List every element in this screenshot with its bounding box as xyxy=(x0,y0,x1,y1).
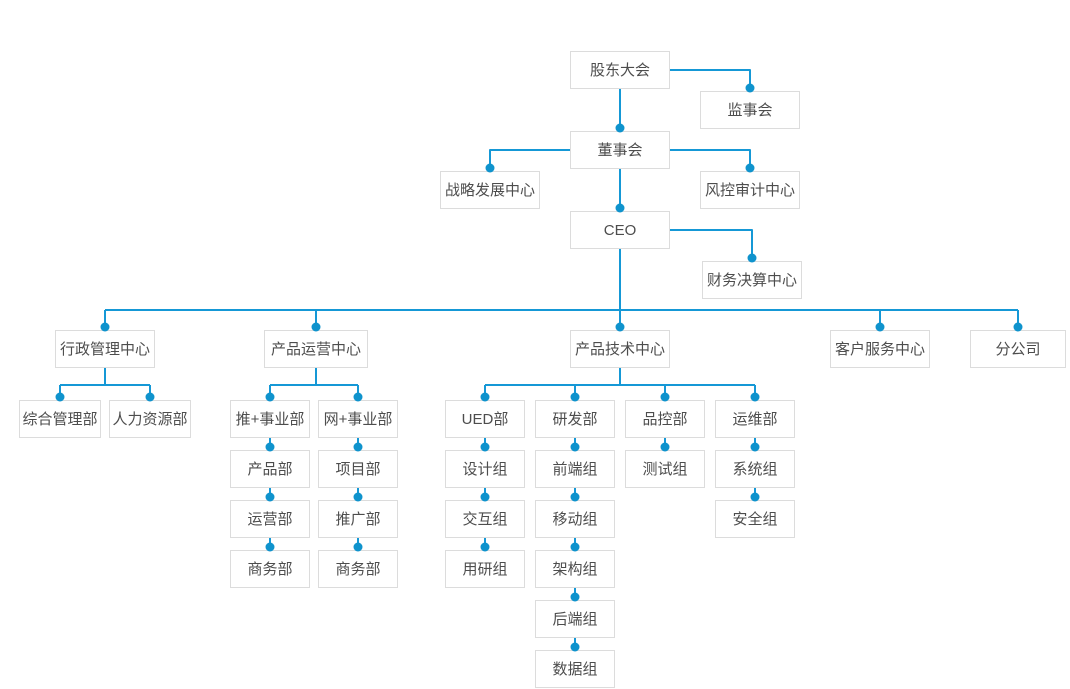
org-node-label: 产品运营中心 xyxy=(270,340,361,358)
org-node-operation-dept[interactable]: 运营部 xyxy=(230,500,310,538)
org-node-product-technology-center[interactable]: 产品技术中心 xyxy=(570,330,670,368)
connector-line xyxy=(670,69,751,91)
org-node-business-dept-left[interactable]: 商务部 xyxy=(230,550,310,588)
org-node-data-group[interactable]: 数据组 xyxy=(535,650,615,688)
org-node-financial-accounting-center[interactable]: 财务决算中心 xyxy=(702,261,802,299)
org-node-architecture-group[interactable]: 架构组 xyxy=(535,550,615,588)
org-node-label: 综合管理部 xyxy=(22,410,98,428)
org-node-label: 品控部 xyxy=(642,410,688,428)
org-node-operations-maintenance-dept[interactable]: 运维部 xyxy=(715,400,795,438)
org-node-label: 运维部 xyxy=(732,410,778,428)
org-node-business-dept-right[interactable]: 商务部 xyxy=(318,550,398,588)
org-node-testing-group[interactable]: 测试组 xyxy=(625,450,705,488)
org-node-project-dept[interactable]: 项目部 xyxy=(318,450,398,488)
org-node-label: 客户服务中心 xyxy=(834,340,925,358)
org-node-label: 股东大会 xyxy=(589,61,650,79)
org-node-mobile-group[interactable]: 移动组 xyxy=(535,500,615,538)
org-node-label: 推+事业部 xyxy=(235,410,305,428)
org-node-promotion-dept[interactable]: 推广部 xyxy=(318,500,398,538)
org-node-label: 商务部 xyxy=(335,560,381,578)
org-node-label: CEO xyxy=(603,221,637,239)
org-node-ued-dept[interactable]: UED部 xyxy=(445,400,525,438)
org-node-label: 行政管理中心 xyxy=(59,340,150,358)
org-node-product-dept[interactable]: 产品部 xyxy=(230,450,310,488)
org-node-label: 分公司 xyxy=(995,340,1041,358)
org-node-label: 董事会 xyxy=(597,141,643,159)
org-node-product-operation-center[interactable]: 产品运营中心 xyxy=(264,330,368,368)
org-node-label: 网+事业部 xyxy=(323,410,393,428)
org-node-label: 产品部 xyxy=(247,460,293,478)
org-node-wang-plus-business-dept[interactable]: 网+事业部 xyxy=(318,400,398,438)
org-node-branch-company[interactable]: 分公司 xyxy=(970,330,1066,368)
org-node-label: 架构组 xyxy=(552,560,598,578)
connector-line xyxy=(670,229,753,261)
org-node-label: 设计组 xyxy=(462,460,508,478)
org-node-label: 战略发展中心 xyxy=(444,181,535,199)
connector-line xyxy=(670,149,751,171)
org-node-label: 风控审计中心 xyxy=(704,181,795,199)
org-node-quality-control-dept[interactable]: 品控部 xyxy=(625,400,705,438)
org-node-label: 数据组 xyxy=(552,660,598,678)
org-node-ceo[interactable]: CEO xyxy=(570,211,670,249)
org-node-shareholders-meeting[interactable]: 股东大会 xyxy=(570,51,670,89)
org-node-risk-audit-center[interactable]: 风控审计中心 xyxy=(700,171,800,209)
org-node-interaction-group[interactable]: 交互组 xyxy=(445,500,525,538)
org-node-human-resources-dept[interactable]: 人力资源部 xyxy=(109,400,191,438)
org-node-label: 后端组 xyxy=(552,610,598,628)
org-node-security-group[interactable]: 安全组 xyxy=(715,500,795,538)
org-node-label: 产品技术中心 xyxy=(574,340,665,358)
org-node-customer-service-center[interactable]: 客户服务中心 xyxy=(830,330,930,368)
org-node-general-management-dept[interactable]: 综合管理部 xyxy=(19,400,101,438)
org-node-frontend-group[interactable]: 前端组 xyxy=(535,450,615,488)
org-node-label: 交互组 xyxy=(462,510,508,528)
org-node-system-group[interactable]: 系统组 xyxy=(715,450,795,488)
org-node-label: 商务部 xyxy=(247,560,293,578)
org-node-label: 推广部 xyxy=(335,510,381,528)
org-node-label: UED部 xyxy=(461,410,509,428)
org-node-label: 监事会 xyxy=(727,101,773,119)
org-node-label: 运营部 xyxy=(247,510,293,528)
connector-line xyxy=(489,149,570,171)
org-node-label: 移动组 xyxy=(552,510,598,528)
org-node-rnd-dept[interactable]: 研发部 xyxy=(535,400,615,438)
org-node-administrative-management-center[interactable]: 行政管理中心 xyxy=(55,330,155,368)
org-node-label: 测试组 xyxy=(642,460,688,478)
org-node-label: 项目部 xyxy=(335,460,381,478)
org-node-label: 财务决算中心 xyxy=(706,271,797,289)
org-node-tui-plus-business-dept[interactable]: 推+事业部 xyxy=(230,400,310,438)
org-node-backend-group[interactable]: 后端组 xyxy=(535,600,615,638)
org-node-user-research-group[interactable]: 用研组 xyxy=(445,550,525,588)
org-node-board-of-directors[interactable]: 董事会 xyxy=(570,131,670,169)
org-node-label: 前端组 xyxy=(552,460,598,478)
org-node-label: 人力资源部 xyxy=(112,410,188,428)
org-node-label: 用研组 xyxy=(462,560,508,578)
org-node-supervisory-board[interactable]: 监事会 xyxy=(700,91,800,129)
org-node-strategy-development-center[interactable]: 战略发展中心 xyxy=(440,171,540,209)
org-node-label: 安全组 xyxy=(732,510,778,528)
org-node-label: 研发部 xyxy=(552,410,598,428)
org-node-design-group[interactable]: 设计组 xyxy=(445,450,525,488)
org-node-label: 系统组 xyxy=(732,460,778,478)
